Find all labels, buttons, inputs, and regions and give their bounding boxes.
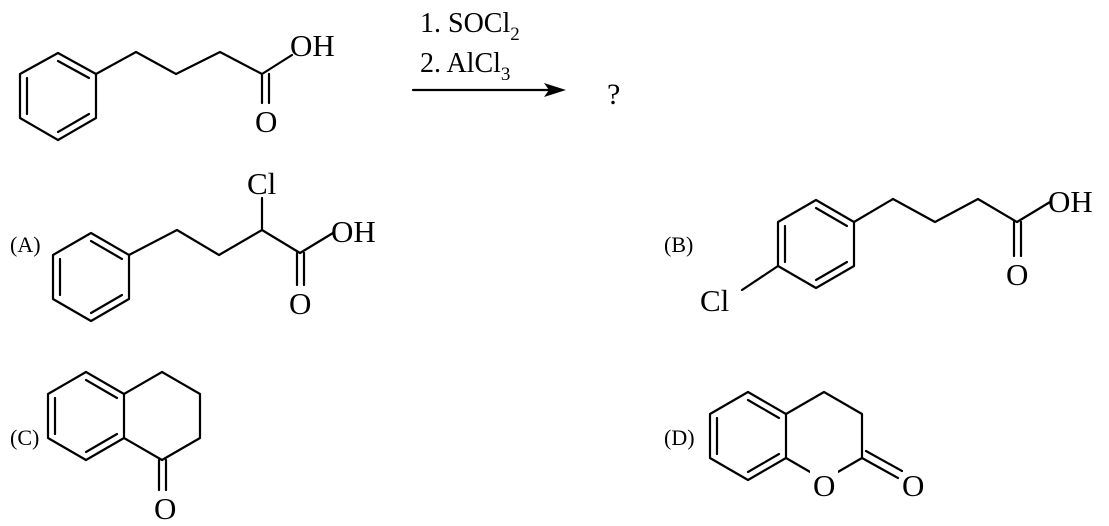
option-c-cyclohexanone-ring — [122, 370, 202, 462]
reactant-oh-label: OH — [290, 28, 335, 63]
option-d-lactone-ring — [784, 390, 864, 482]
option-a-oh-label: OH — [331, 214, 376, 249]
reactant-carbonyl-o-label: O — [255, 104, 277, 139]
option-a-chain — [127, 228, 335, 257]
reactant-structure: OH O — [18, 28, 335, 142]
reagent-step-2: 2. AlCl3 — [420, 48, 510, 85]
reactant-chain — [94, 50, 294, 76]
option-a-cl-label: Cl — [247, 166, 276, 201]
option-c: (C) O — [10, 370, 202, 526]
option-b-cl-label: Cl — [700, 283, 729, 318]
option-c-aromatic-ring — [46, 370, 126, 462]
option-d-aromatic-ring — [708, 390, 788, 482]
reaction-arrow-head — [544, 83, 566, 97]
option-b: (B) Cl OH O — [664, 184, 1093, 318]
option-b-benzene-ring — [776, 198, 856, 290]
reactant-benzene-ring — [18, 51, 98, 142]
option-a-benzene-ring — [51, 231, 131, 323]
option-d: (D) O O — [664, 390, 924, 503]
option-a-label: (A) — [10, 232, 41, 257]
option-c-label: (C) — [10, 425, 39, 450]
option-d-label: (D) — [664, 425, 695, 450]
product-question-mark: ? — [607, 78, 620, 111]
option-a-o-label: O — [289, 286, 311, 321]
option-b-label: (B) — [664, 232, 693, 257]
option-a: (A) Cl OH O — [10, 166, 376, 323]
option-d-ring-o-label: O — [813, 468, 835, 503]
option-d-carbonyl-o-label: O — [902, 468, 924, 503]
option-c-o-label: O — [154, 491, 176, 526]
reagent-step-1: 1. SOCl2 — [420, 8, 520, 45]
option-b-oh-label: OH — [1048, 184, 1093, 219]
option-b-chain — [852, 197, 1052, 224]
reaction-conditions: 1. SOCl2 2. AlCl3 ? — [411, 8, 620, 111]
option-b-o-label: O — [1006, 257, 1028, 292]
